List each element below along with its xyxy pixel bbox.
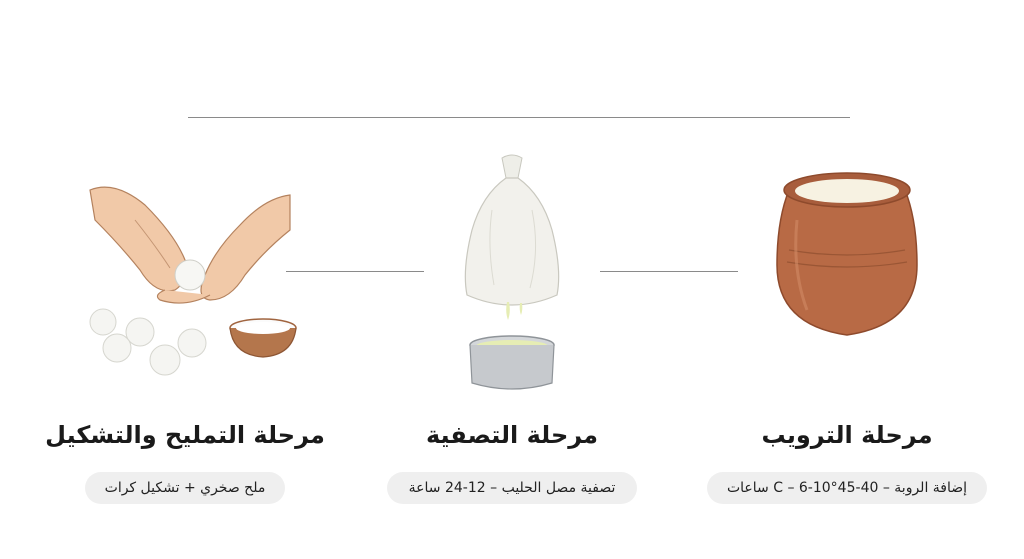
clay-pot-icon	[776, 172, 918, 336]
hands-shaping-balls-icon	[89, 186, 297, 376]
stage-curdling: مرحلة الترويب إضافة الروبة – 40-45°C – 6…	[697, 0, 997, 559]
stage-detail-badge: إضافة الروبة – 40-45°C – 6-10 ساعات	[707, 472, 987, 504]
stage-title: مرحلة التمليح والتشكيل	[45, 421, 325, 449]
connector-left	[286, 271, 424, 272]
stage-straining: مرحلة التصفية تصفية مصل الحليب – 12-24 س…	[362, 0, 662, 559]
stage-title: مرحلة التصفية	[425, 421, 599, 449]
stage-title: مرحلة الترويب	[761, 421, 933, 449]
stage-salting-shaping: مرحلة التمليح والتشكيل ملح صخري + تشكيل …	[35, 0, 335, 559]
stage-detail-badge: ملح صخري + تشكيل كرات	[85, 472, 285, 504]
cloth-bag-strainer-icon	[464, 154, 560, 390]
stage-detail-badge: تصفية مصل الحليب – 12-24 ساعة	[387, 472, 637, 504]
connector-right	[600, 271, 738, 272]
top-divider	[188, 117, 850, 118]
